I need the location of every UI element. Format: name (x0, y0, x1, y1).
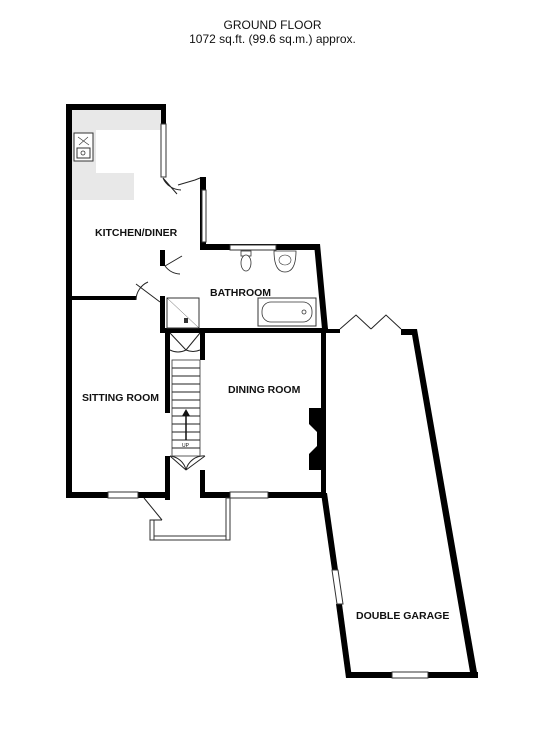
staircase: UP (171, 359, 201, 457)
bath-icon (257, 297, 317, 327)
toilet-icon (240, 250, 252, 272)
floor-title: GROUND FLOOR (223, 18, 322, 32)
kitchen-sink-icon (73, 132, 94, 162)
plan-header: GROUND FLOOR 1072 sq.ft. (99.6 sq.m.) ap… (0, 18, 545, 46)
shower-icon (166, 297, 200, 329)
basin-icon (273, 250, 297, 273)
room-label-kitchen-diner: KITCHEN/DINER (95, 227, 178, 239)
room-label-dining-room: DINING ROOM (228, 384, 301, 396)
walls (66, 104, 478, 678)
room-label-bathroom: BATHROOM (210, 287, 271, 299)
windows (107, 123, 429, 679)
room-label-double-garage: DOUBLE GARAGE (356, 610, 449, 622)
doors (135, 177, 402, 521)
room-label-sitting-room: SITTING ROOM (82, 392, 159, 404)
stairs-up-label: UP (182, 443, 190, 449)
floor-area: 1072 sq.ft. (99.6 sq.m.) approx. (189, 32, 356, 46)
